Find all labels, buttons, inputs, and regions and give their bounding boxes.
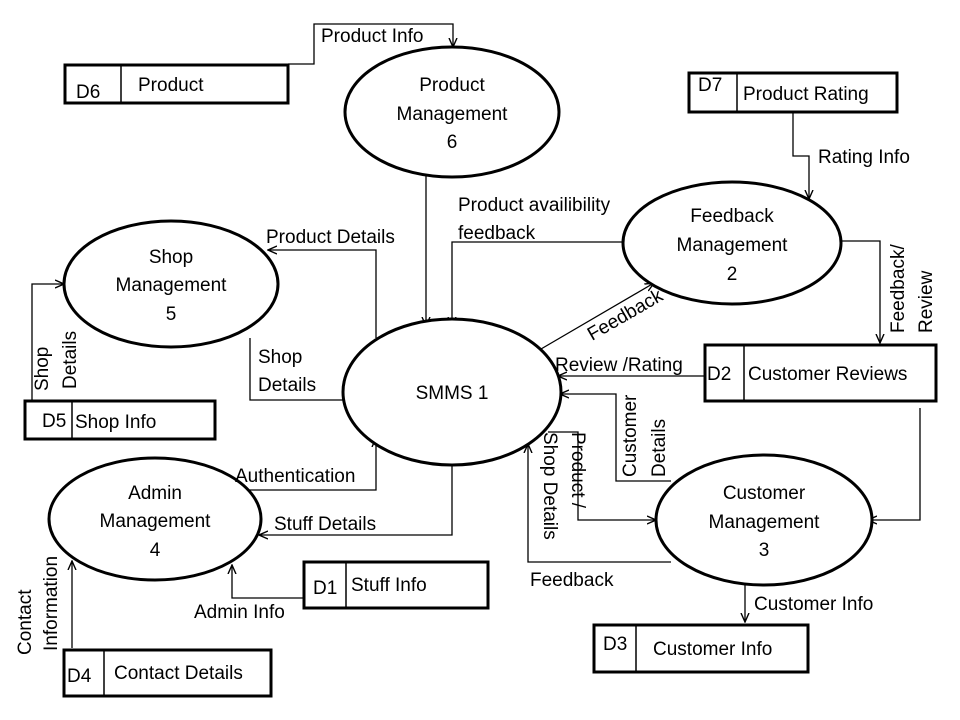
process-admin-management-line3: 4 [150,540,161,561]
flow-product-info [288,23,453,65]
flow-feedback-bottom [528,444,671,563]
store-d4-name: Contact Details [114,663,243,684]
label-feedback-review-line2: Review [916,270,937,333]
store-d4-box [62,648,273,698]
flow-product-availability [452,241,624,326]
label-feedback-bottom: Feedback [530,570,614,591]
process-smms: SMMS 1 [341,317,563,467]
label-admin-info: Admin Info [194,602,285,623]
process-customer-management-line1: Customer [723,483,806,504]
label-product-details: Product Details [266,227,395,248]
label-product-shop-line1: Product / [567,432,588,509]
process-shop-management-line1: Shop [149,247,193,268]
label-review-rating: Review /Rating [555,355,683,376]
process-feedback-management: Feedback Management 2 [621,180,843,306]
store-d5-id: D5 [42,411,66,432]
flow-rating-info [792,112,809,199]
store-d2: D2 Customer Reviews [703,343,938,403]
store-d6-name: Product [138,75,204,96]
process-admin-management-line2: Management [100,511,212,532]
label-customer-details-line2: Details [649,419,670,477]
process-customer-management-line2: Management [709,512,821,533]
label-customer-details-line1: Customer [620,394,641,477]
process-shop-management-line3: 5 [166,304,177,325]
process-customer-management-shape [654,453,874,587]
label-feedback-diagonal: Feedback [584,285,667,345]
store-d1-box [302,560,490,610]
process-feedback-management-line2: Management [677,235,789,256]
label-product-info: Product Info [321,26,423,47]
label-stuff-details: Stuff Details [274,514,376,535]
label-contact-info-line2: Information [41,556,62,651]
process-admin-management: Admin Management 4 [47,456,263,582]
flow-feedback-diagonal [540,283,654,350]
store-d4-id: D4 [67,666,92,687]
store-d1-name: Stuff Info [351,575,427,596]
store-d3-name: Customer Info [653,639,772,660]
flow-lines [31,23,921,648]
process-smms-shape [341,317,563,467]
label-rating-info: Rating Info [818,147,910,168]
flow-product-details [268,250,377,338]
store-d3-id: D3 [603,634,627,655]
process-product-management-line3: 6 [447,132,458,153]
flow-shop-details [249,338,352,400]
process-shop-management-line2: Management [116,275,228,296]
label-authentication: Authentication [235,466,355,487]
store-d2-name: Customer Reviews [748,364,907,385]
process-product-management: Product Management 6 [343,45,561,179]
process-shop-management-shape [62,219,280,349]
store-d1-id: D1 [313,578,337,599]
flow-shop-info [31,284,64,401]
process-product-management-shape [343,45,561,179]
store-d7-name: Product Rating [743,84,869,105]
process-customer-management: Customer Management 3 [654,453,874,587]
store-d5-name: Shop Info [75,412,156,433]
store-d5-box [23,399,217,441]
store-d7: D7 Product Rating [687,71,899,114]
process-admin-management-line1: Admin [128,483,182,504]
process-feedback-management-line3: 2 [727,264,738,285]
process-admin-management-shape [47,456,263,582]
flow-admin-info [232,565,304,599]
flow-product-shop-details [548,431,656,520]
label-shop-info-line2: Details [60,331,81,389]
process-shop-management: Shop Management 5 [62,219,280,349]
store-d1: D1 Stuff Info [302,560,490,610]
label-product-availability-line2: feedback [458,223,536,244]
label-shop-details-line1: Shop [258,347,302,368]
flow-feedback-review [842,240,880,343]
process-product-management-line1: Product [419,75,485,96]
store-d3: D3 Customer Info [592,623,810,674]
process-smms-label: SMMS 1 [416,383,489,404]
process-feedback-management-line1: Feedback [690,206,774,227]
process-product-management-line2: Management [397,104,509,125]
store-d7-box [687,71,899,114]
process-feedback-management-shape [621,180,843,306]
label-product-shop-line2: Shop Details [539,432,560,540]
flow-labels: Product Info Rating Info Product availib… [15,26,937,655]
label-contact-info-line1: Contact [15,589,36,655]
label-product-availability-line1: Product availibility [458,195,611,216]
process-customer-management-line3: 3 [759,540,770,561]
store-d6-id: D6 [76,82,100,103]
store-d6: D6 Product [63,63,290,105]
flow-reviews-to-customer [868,408,921,520]
store-d7-id: D7 [698,75,722,96]
store-d2-id: D2 [707,364,731,385]
store-d5: D5 Shop Info [23,399,217,441]
label-shop-details-line2: Details [258,375,316,396]
flow-customer-details [560,394,671,482]
label-shop-info-line1: Shop [32,347,53,391]
flow-authentication [237,438,376,491]
store-d3-box [592,623,810,674]
store-d4: D4 Contact Details [62,648,273,698]
store-d6-box [63,63,290,105]
label-customer-info: Customer Info [754,594,873,615]
flow-stuff-details [259,464,453,535]
label-feedback-review-line1: Feedback/ [888,244,909,333]
